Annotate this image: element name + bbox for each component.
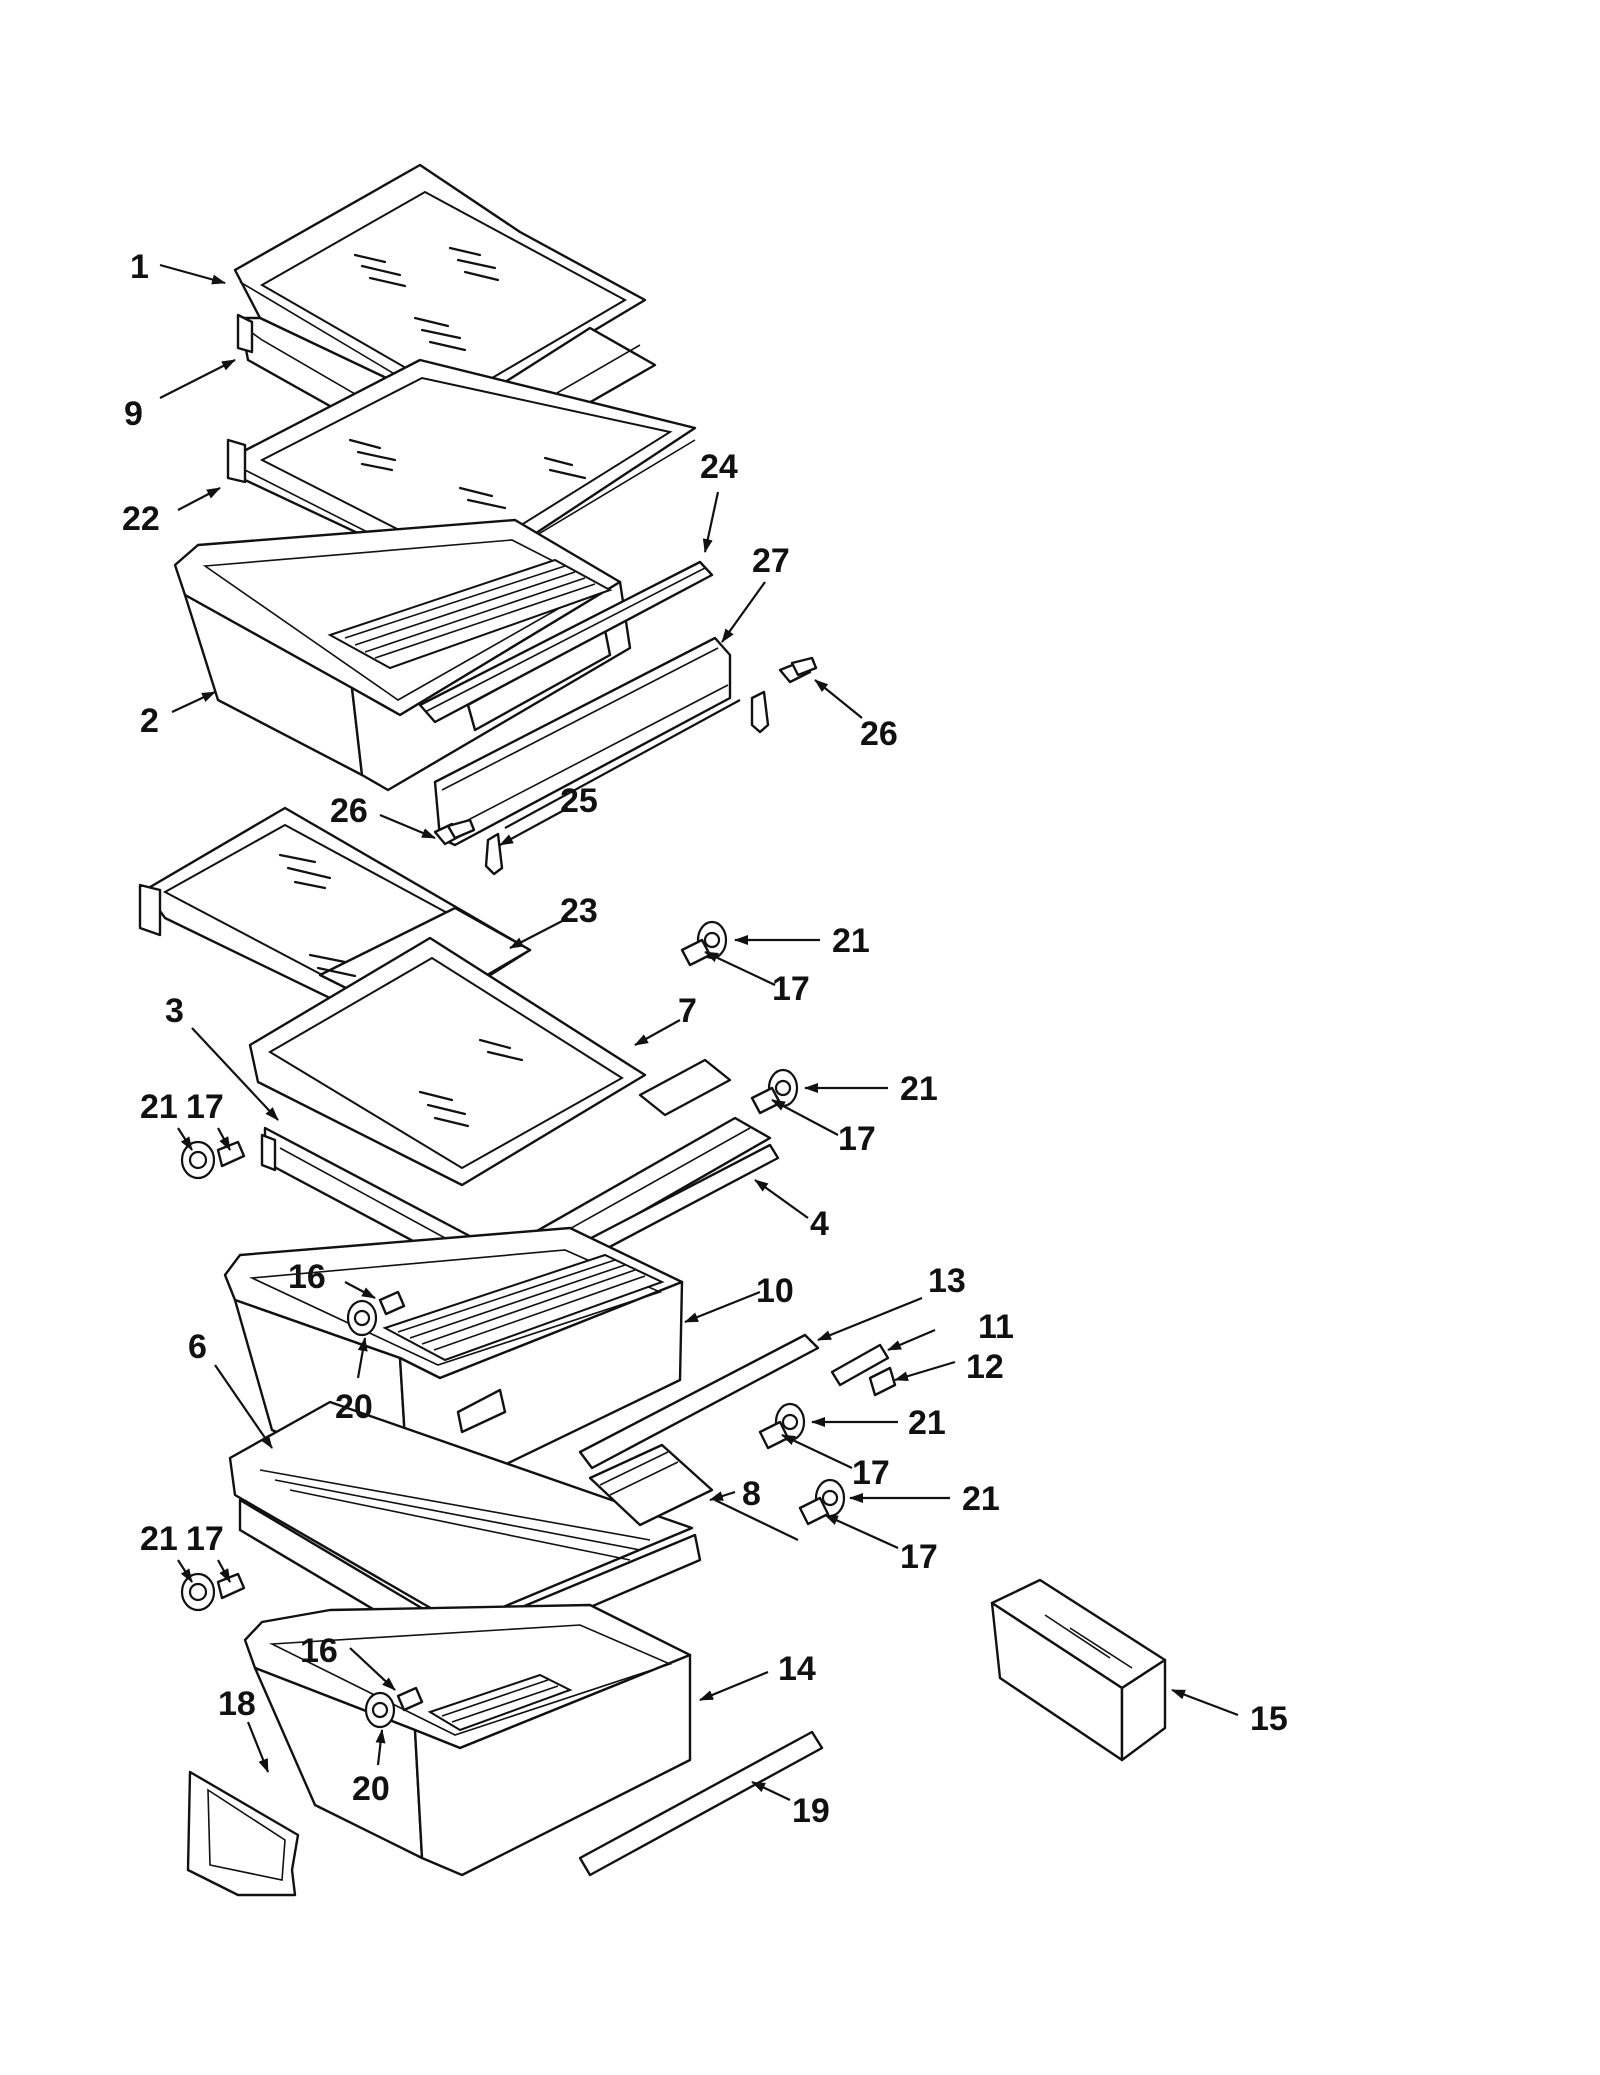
- part-7-glass-shelf: [248, 936, 647, 1187]
- part-14-crisper-drawer: [243, 1603, 692, 1877]
- callout-17a: 17: [772, 970, 810, 1008]
- part-2-vent-grille: [327, 558, 613, 670]
- part-18-label-card: [186, 1770, 300, 1897]
- part-8-front-rail: [588, 1443, 714, 1527]
- callout-15: 15: [1250, 1700, 1288, 1738]
- callout-24: 24: [700, 448, 738, 486]
- leader-lines: [159, 263, 1239, 1801]
- callout-7: 7: [678, 992, 697, 1030]
- callout-18: 18: [218, 1685, 256, 1723]
- callout-17b: 17: [186, 1088, 224, 1126]
- part-10-vent-grille: [382, 1253, 665, 1362]
- callout-21f: 21: [140, 1520, 178, 1558]
- callout-19: 19: [792, 1792, 830, 1830]
- callout-2: 2: [140, 702, 159, 740]
- callout-9: 9: [124, 395, 143, 433]
- part-21-rollers: [180, 920, 846, 1612]
- callout-10: 10: [756, 1272, 794, 1310]
- part-14-vent-grille: [427, 1673, 573, 1732]
- part-25-clips: [484, 690, 770, 876]
- callout-21c: 21: [900, 1070, 938, 1108]
- callout-4: 4: [810, 1205, 829, 1243]
- callout-23: 23: [560, 892, 598, 930]
- callout-20a: 20: [335, 1388, 373, 1426]
- part-19-front-trim: [578, 1730, 824, 1877]
- callout-20b: 20: [352, 1770, 390, 1808]
- callout-1: 1: [130, 248, 149, 286]
- part-16-screws: [378, 1290, 424, 1712]
- callout-14: 14: [778, 1650, 816, 1688]
- callout-12: 12: [966, 1348, 1004, 1386]
- callout-21a: 21: [832, 922, 870, 960]
- part-1-glare-marks: [353, 246, 500, 352]
- callout-16b: 16: [300, 1632, 338, 1670]
- callout-26a: 26: [860, 715, 898, 753]
- callout-21e: 21: [962, 1480, 1000, 1518]
- part-12-slide-guide: [868, 1366, 897, 1397]
- part-11-slide-control: [830, 1343, 890, 1387]
- part-26-screws: [433, 656, 818, 846]
- callout-17c: 17: [838, 1120, 876, 1158]
- callout-25: 25: [560, 782, 598, 820]
- part-10-crisper-drawer: [223, 1226, 684, 1502]
- part-6-shelf-ribs: [259, 1469, 651, 1561]
- callout-3: 3: [165, 992, 184, 1030]
- callout-16a: 16: [288, 1258, 326, 1296]
- callout-17e: 17: [900, 1538, 938, 1576]
- callout-26b: 26: [330, 792, 368, 830]
- callout-21b: 21: [140, 1088, 178, 1126]
- callout-8: 8: [742, 1475, 761, 1513]
- callout-22: 22: [122, 500, 160, 538]
- part-22-glare-marks: [348, 438, 587, 510]
- callout-11: 11: [978, 1308, 1014, 1346]
- part-20-rollers: [346, 1299, 396, 1729]
- part-7-glare-marks: [418, 1038, 524, 1128]
- callout-17d: 17: [852, 1454, 890, 1492]
- part-15-door-bin: [990, 1578, 1167, 1762]
- callout-labels: 1 9 22 2 24 27 26 25 26 23 21 17 7 3 21 …: [122, 248, 1288, 1830]
- callout-27: 27: [752, 542, 790, 580]
- callout-13: 13: [928, 1262, 966, 1300]
- part-1-glass-shelf: [233, 163, 647, 414]
- callout-17f: 17: [186, 1520, 224, 1558]
- part-24-front-trim: [418, 560, 714, 724]
- callout-6: 6: [188, 1328, 207, 1366]
- callout-21d: 21: [908, 1404, 946, 1442]
- part-23-glare-marks: [278, 853, 357, 978]
- part-13-front-trim: [578, 1333, 820, 1470]
